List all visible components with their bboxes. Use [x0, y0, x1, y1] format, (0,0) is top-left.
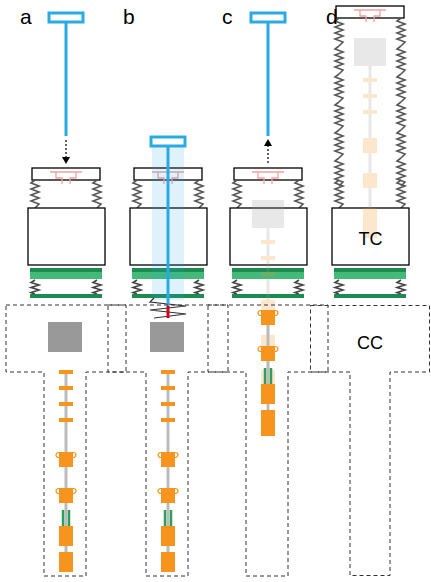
- tc-box: TC: [332, 208, 409, 265]
- cc-region: CC: [310, 305, 430, 576]
- panel-letter: d: [326, 6, 338, 27]
- panel-a: [6, 13, 126, 576]
- node-label: TC: [359, 230, 383, 248]
- panel-c: [208, 13, 328, 576]
- panel-letter: c: [222, 6, 233, 27]
- node-label: CC: [357, 334, 383, 352]
- panel-letter: b: [123, 6, 135, 27]
- panel-b: [108, 137, 228, 576]
- panel-letter: a: [20, 6, 32, 27]
- panel-d: [332, 6, 409, 298]
